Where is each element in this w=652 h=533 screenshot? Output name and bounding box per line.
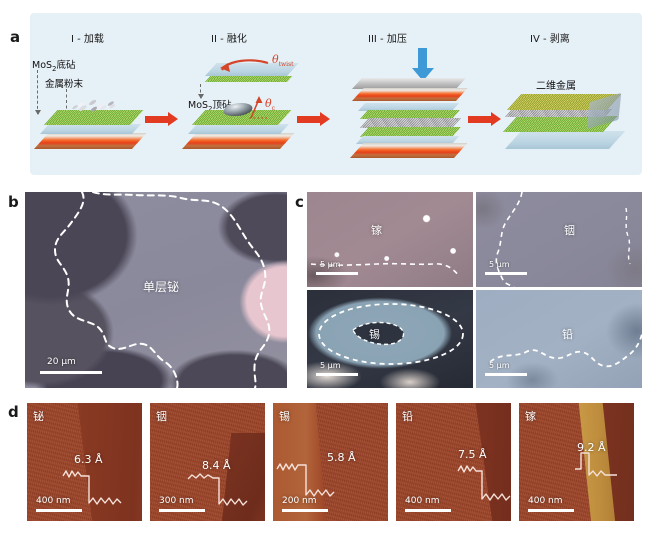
panel-c-gallium-label: 镓 [371,224,382,237]
panel-d-tile-tin: 锡 5.8 Å 200 nm [273,403,388,521]
label-metal-powder: 金属粉末 [45,79,84,90]
label-2d-metal: 二维金属 [536,81,576,92]
contact-angle-marker [249,96,269,119]
stage3-lower-heater [350,143,468,158]
panel-c-tile-gallium: 镓 5 µm [307,192,473,287]
afm-height-gallium: 9.2 Å [577,441,606,454]
stage-title-iv: IV - 剥离 [530,34,570,45]
afm-step-profile-tin [276,463,335,497]
panel-c-lead-scale-label: 5 µm [489,361,510,370]
panel-c-indium-label: 铟 [564,224,575,237]
stage2-top-anvil-mos2 [205,76,293,82]
panel-c-indium-scale-label: 5 µm [489,260,510,269]
stage-title-i: I - 加载 [71,34,104,45]
panel-c-gallium-scale-bar [316,272,358,275]
stage3-upper-heater [352,88,468,101]
afm-scale-label-bismuth: 400 nm [36,496,71,506]
afm-step-profile-lead [457,465,511,501]
twist-rotation-arrow [220,59,269,72]
panel-letter-a: a [10,28,21,46]
flow-arrow-2 [297,112,330,126]
theta-c-subscript: c [271,105,275,113]
afm-step-profile-indium [187,473,248,506]
panel-d-tile-lead: 铅 7.5 Å 400 nm [396,403,511,521]
stage2-substrate [188,124,290,134]
label-top-anvil-tail: 顶砧 [212,100,232,111]
afm-label-bismuth: 铋 [33,410,44,423]
theta-c-symbol: θ [265,97,272,110]
panel-b-caption: 单层铋 [143,280,180,294]
afm-scale-label-tin: 200 nm [282,496,317,506]
stage-title-iii: III - 加压 [368,34,407,45]
panel-b-scale-bar [40,371,102,374]
afm-label-gallium: 镓 [525,410,536,423]
panel-c-tin-label: 锡 [369,328,380,341]
press-down-arrow [411,48,434,81]
label-top-anvil-sub: 2 [208,104,213,113]
panel-letter-b: b [8,193,19,211]
afm-height-indium: 8.4 Å [202,459,231,472]
stage1-substrate [40,124,142,134]
afm-scale-label-indium: 300 nm [159,496,194,506]
afm-label-lead: 铅 [402,410,413,423]
panel-c-lead-scale-bar [485,373,527,376]
afm-step-profile-gallium [575,452,617,477]
theta-twist-subscript: twist [278,61,294,69]
label-theta-twist: θtwist [272,53,294,68]
stage2-hot-plate [182,133,295,149]
panel-letter-d: d [8,403,19,421]
panel-d-tile-indium: 铟 8.4 Å 300 nm [150,403,265,521]
panel-d-tile-bismuth: 铋 6.3 Å 400 nm [27,403,142,521]
afm-label-tin: 锡 [279,410,290,423]
panel-b-micrograph: 单层铋 20 µm [25,192,287,388]
label-bottom-anvil-sub: 2 [52,64,57,73]
stage1-hot-plate [34,133,147,149]
panel-d-tile-gallium: 镓 9.2 Å 400 nm [519,403,634,521]
stage-title-ii: II - 融化 [211,34,247,45]
label-bottom-anvil-main: MoS [32,60,53,71]
afm-scale-bar-indium [159,509,205,512]
afm-scale-bar-bismuth [36,509,82,512]
label-top-anvil-main: MoS [188,100,209,111]
label-bottom-anvil: MoS2底砧 [32,57,76,73]
guide-line-bottom-anvil [35,70,41,115]
afm-height-lead: 7.5 Å [458,448,487,461]
panel-c-tile-lead: 铅 5 µm [476,290,642,388]
panel-b-scale-label: 20 µm [47,357,76,367]
label-bottom-anvil-tail: 底砧 [56,60,76,71]
theta-twist-symbol: θ [272,53,279,66]
label-top-anvil: MoS2顶砧 [188,97,232,113]
afm-step-profile-bismuth [62,470,122,505]
afm-height-bismuth: 6.3 Å [74,453,103,466]
afm-height-tin: 5.8 Å [327,451,356,464]
afm-scale-bar-lead [405,509,451,512]
panel-c-lead-label: 铅 [562,328,573,341]
panel-c-gallium-scale-label: 5 µm [320,260,341,269]
flow-arrow-1 [145,112,178,126]
afm-label-indium: 铟 [156,410,167,423]
panel-letter-c: c [295,193,304,211]
flow-arrow-3 [468,112,501,126]
panel-c-tile-tin: 锡 5 µm [307,290,473,388]
label-theta-c: θc [265,97,275,112]
afm-scale-label-gallium: 400 nm [528,496,563,506]
panel-c-tin-scale-label: 5 µm [320,361,341,370]
panel-c-indium-scale-bar [485,272,527,275]
stage4-substrate [505,131,626,149]
panel-c-tin-scale-bar [316,373,358,376]
guide-line-top-anvil [198,84,204,99]
afm-scale-label-lead: 400 nm [405,496,440,506]
panel-c-tile-indium: 铟 5 µm [476,192,642,287]
afm-scale-bar-gallium [528,509,574,512]
afm-scale-bar-tin [282,509,328,512]
